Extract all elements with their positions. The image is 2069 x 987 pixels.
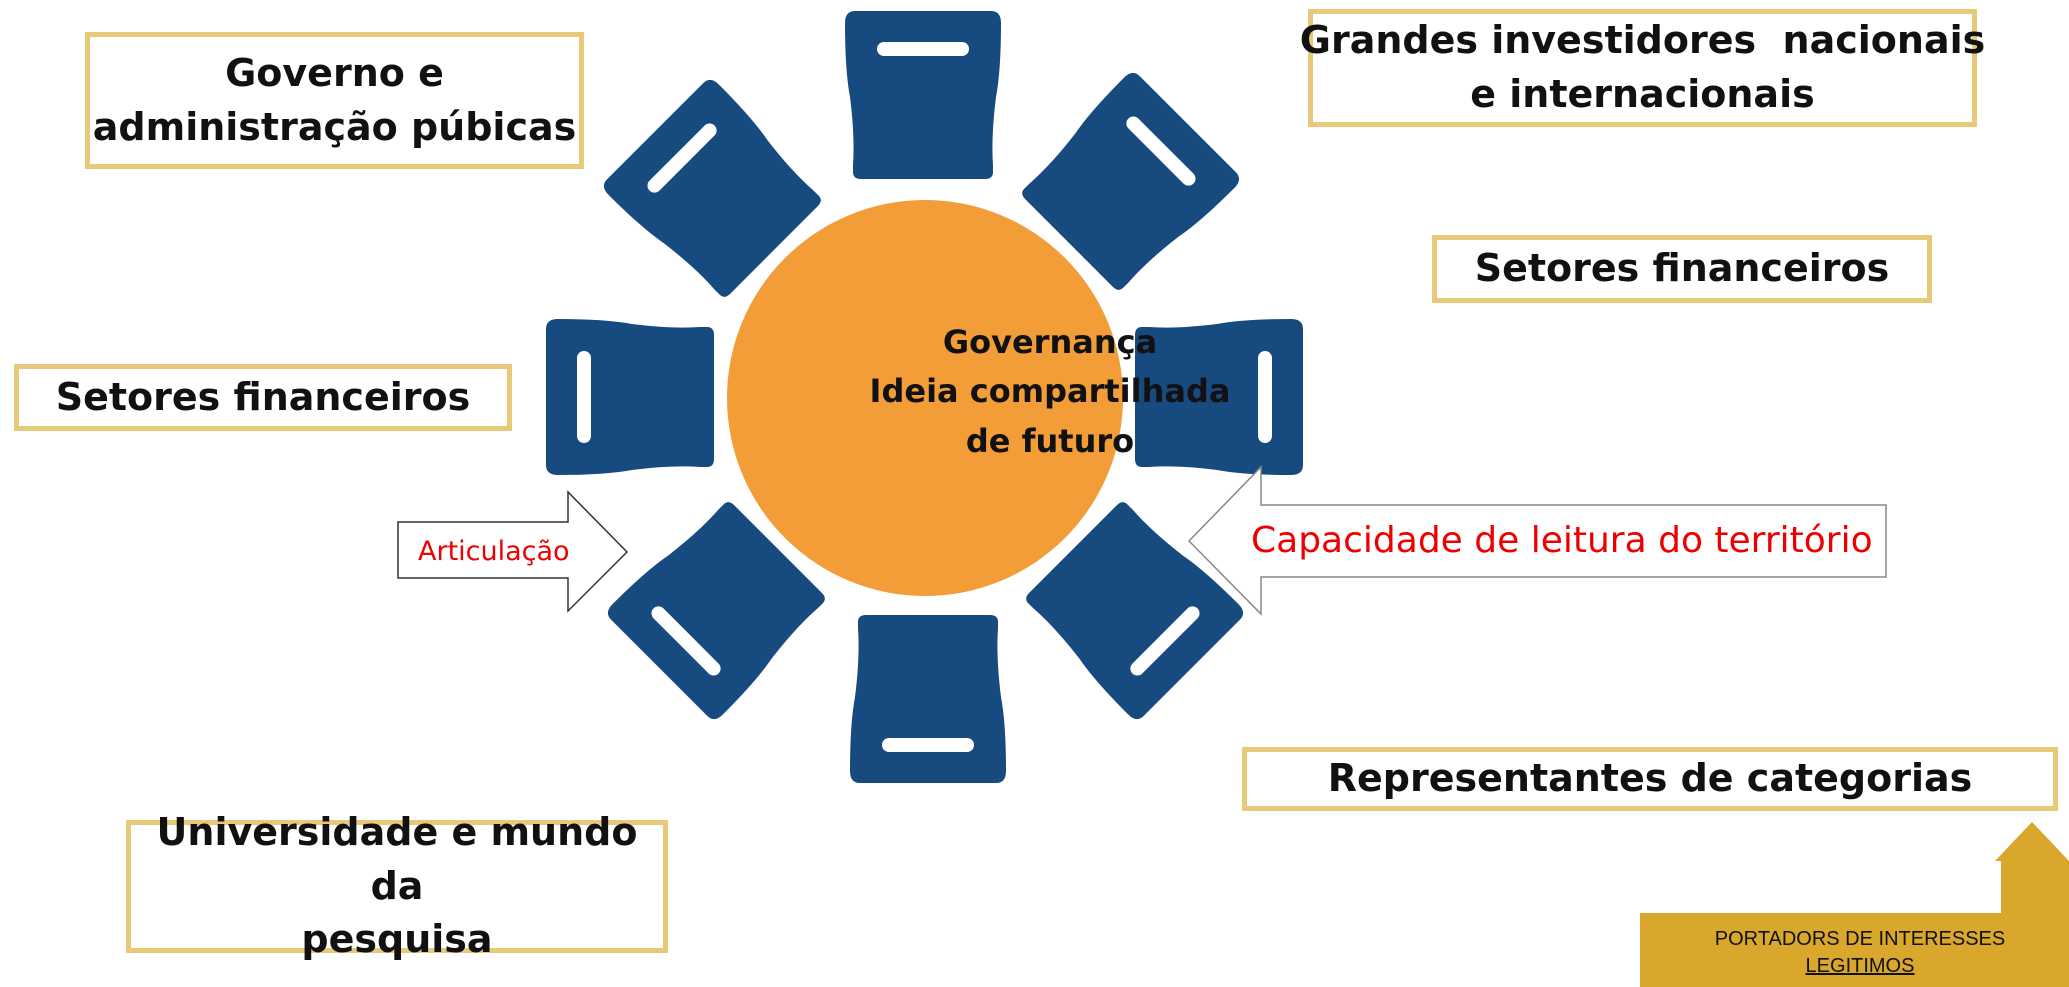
center-line-3: de futuro: [965, 421, 1135, 460]
stakeholder-universidade: Universidade e mundo da pesquisa: [126, 810, 668, 961]
stakeholder-grandes-investidores: Grandes investidores nacionais e interna…: [1300, 9, 1985, 127]
articulacao-arrow: [397, 490, 629, 613]
badge-line-1: PORTADORS DE INTERESSES: [1714, 928, 2006, 950]
chair-top: [845, 11, 1001, 179]
round-table: [727, 200, 1123, 596]
setores-left-label: Setores financeiros: [55, 374, 471, 419]
center-title: Governança Ideia compartilhada de futuro: [740, 317, 1360, 467]
articulacao-label: Articulação: [418, 536, 570, 567]
badge-line-2: LEGITIMOS: [1805, 955, 1915, 977]
governo-line-2: administração púbicas: [92, 104, 577, 149]
universidade-line-1: Universidade e mundo da: [156, 809, 638, 908]
governo-line-1: Governo e: [225, 50, 444, 95]
capacidade-label: Capacidade de leitura do território: [1251, 520, 1873, 561]
grandes-line-2: e internacionais: [1470, 72, 1815, 116]
grandes-line-1: Grandes investidores nacionais: [1299, 18, 1986, 63]
stakeholder-governo: Governo e administração púbicas: [85, 32, 584, 169]
stakeholder-setores-financeiros-right: Setores financeiros: [1432, 235, 1932, 303]
capacidade-arrow: [1187, 465, 1887, 616]
badge-shape: [1640, 822, 2069, 987]
chair-bottom: [850, 615, 1006, 783]
setores-right-label: Setores financeiros: [1474, 246, 1890, 291]
portadores-badge: PORTADORS DE INTERESSES LEGITIMOS: [1640, 913, 2069, 987]
stakeholder-setores-financeiros-left: Setores financeiros: [14, 364, 512, 431]
representantes-label: Representantes de categorias: [1327, 756, 1973, 801]
chair-left: [546, 319, 714, 475]
center-line-2: Ideia compartilhada: [869, 372, 1231, 411]
universidade-line-2: pesquisa: [301, 917, 493, 962]
center-line-1: Governança: [942, 322, 1158, 361]
stakeholder-representantes: Representantes de categorias: [1242, 747, 2058, 811]
